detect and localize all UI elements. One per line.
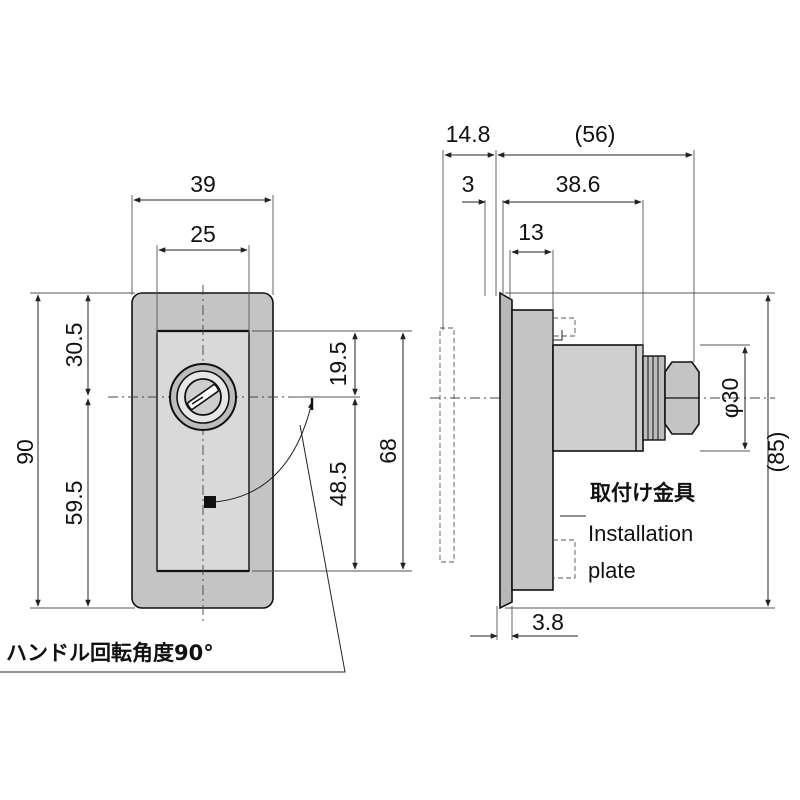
- side-view: [430, 291, 775, 610]
- dim-front-height: 90: [12, 439, 38, 465]
- dim-side-3: 3: [462, 171, 475, 197]
- dim-side-3-8: 3.8: [532, 609, 564, 635]
- dim-side-flange: 14.8: [446, 121, 491, 147]
- dim-side-38-6: 38.6: [556, 171, 601, 197]
- front-view: [108, 285, 314, 625]
- label-mount-jp: 取付け金具: [590, 481, 695, 505]
- key-cylinder-icon: [169, 363, 237, 431]
- dim-rotation-upper: 19.5: [325, 342, 351, 387]
- dim-front-inner-width: 25: [190, 221, 216, 247]
- side-body: [511, 309, 554, 591]
- dim-side-height: (85): [763, 432, 789, 473]
- dim-side-13: 13: [518, 219, 544, 245]
- side-flange: [499, 291, 513, 610]
- dim-front-width: 39: [190, 171, 216, 197]
- side-cylinder: [552, 344, 644, 452]
- label-mount-en-line1: Installation: [588, 521, 693, 546]
- label-rotation-angle: ハンドル回転角度90°: [6, 641, 214, 665]
- label-mount-en-line2: plate: [588, 558, 636, 583]
- dim-side-total: (56): [575, 121, 616, 147]
- dim-side-diameter: φ30: [717, 378, 743, 419]
- dim-upper-height: 30.5: [61, 323, 87, 368]
- dim-rotation-lower: 48.5: [325, 462, 351, 507]
- dim-rotation-total: 68: [375, 438, 401, 464]
- dim-lower-height: 59.5: [61, 481, 87, 526]
- thread-icon: [642, 355, 666, 441]
